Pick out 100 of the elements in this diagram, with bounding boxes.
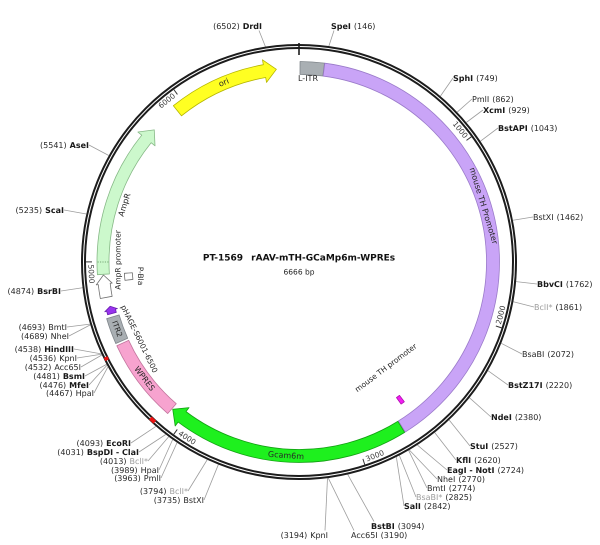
enzyme-name: HindIII: [44, 344, 74, 354]
enzyme-name: NheI: [50, 332, 69, 340]
cut-site-position: (2527): [491, 442, 518, 450]
cut-site-position: (3963): [114, 474, 141, 482]
leader-line: [500, 342, 522, 354]
cut-site-position: (2774): [448, 484, 476, 492]
cut-site-position: (2380): [514, 412, 542, 422]
enzyme-name: Acc65I: [351, 530, 378, 540]
enzyme-name: Acc65I: [54, 362, 81, 372]
enzyme-name: ScaI: [45, 206, 64, 214]
cut-site-position: (1762): [566, 280, 592, 288]
feature-label: L-ITR: [298, 75, 318, 83]
leader-line: [456, 98, 472, 112]
leader-line: [84, 364, 107, 376]
enzyme-name: KflI: [456, 456, 472, 464]
cut-site-position: (2620): [474, 456, 501, 464]
leader-line: [408, 450, 428, 488]
enzyme-name: PmlI: [144, 474, 161, 482]
enzyme-name: BmtI: [427, 484, 446, 492]
feature-label: ori: [218, 77, 230, 89]
enzyme-name: BstBI: [371, 522, 395, 530]
leader-line: [188, 459, 208, 492]
leader-line: [328, 30, 334, 46]
enzyme-name: BclI*: [534, 302, 552, 312]
leader-line: [488, 370, 508, 386]
cut-site-position: (2842): [424, 502, 450, 510]
cut-site-position: (2072): [547, 350, 574, 358]
leader-line: [60, 287, 83, 292]
cut-site-position: (5235): [16, 206, 42, 214]
enzyme-name: BbvCI: [537, 280, 563, 288]
cut-site-position: (6502): [213, 22, 240, 30]
enzyme-name: BstXI: [533, 212, 554, 222]
enzyme-name: NdeI: [491, 412, 512, 422]
cut-site-position: (1462): [556, 212, 584, 222]
cut-site-position: (4532): [24, 362, 52, 372]
cut-site-position: (146): [354, 22, 376, 30]
leader-line: [148, 436, 170, 462]
cut-site-position: (862): [492, 94, 514, 104]
enzyme-name: SpeI: [331, 22, 351, 30]
leader-line: [408, 450, 438, 480]
cut-site-position: (4467): [46, 388, 73, 398]
enzyme-name: KpnI: [310, 530, 328, 540]
cut-site-position: (4481): [33, 372, 60, 380]
cut-site-position: (2220): [546, 380, 572, 390]
plasmid-name: PT-1569 rAAV-mTH-GCaMp6m-WPREs: [202, 254, 396, 264]
cut-site-position: (4538): [14, 344, 42, 354]
cut-site-position: (2770): [458, 474, 485, 484]
enzyme-name: NheI: [437, 474, 456, 484]
leader-line: [68, 324, 91, 336]
enzyme-name: AseI: [70, 140, 89, 150]
enzyme-name: BclI*: [130, 456, 148, 466]
cut-site-position: (4476): [40, 380, 66, 390]
enzyme-name: EcoRI: [106, 438, 131, 448]
enzyme-name: HpaI: [140, 466, 159, 474]
leader-line: [434, 432, 456, 460]
enzyme-name: PmlI: [472, 94, 490, 104]
leader-line: [347, 474, 374, 522]
enzyme-name: StuI: [470, 442, 488, 450]
enzyme-name: XcmI: [483, 106, 506, 114]
enzyme-name: DrdI: [242, 22, 262, 30]
enzyme-name: BmtI: [48, 322, 67, 332]
leader-line: [88, 144, 110, 156]
leader-line: [74, 348, 102, 354]
leader-line: [88, 364, 108, 386]
leader-line: [448, 420, 470, 446]
enzyme-name: BsaBI: [522, 350, 544, 358]
cut-site-position: (3190): [380, 530, 408, 540]
cut-site-position: (4013): [100, 456, 127, 466]
leader-line: [516, 281, 538, 284]
leader-line: [512, 216, 534, 221]
leader-line: [138, 434, 166, 452]
enzyme-name: EagI - NotI: [447, 466, 494, 474]
leader-line: [399, 455, 416, 498]
enzyme-name: BstAPI: [498, 124, 528, 132]
leader-line: [328, 478, 354, 531]
leader-line: [324, 478, 328, 531]
enzyme-name: BsrBI: [37, 286, 61, 296]
cut-site-position: (4536): [30, 354, 56, 362]
enzyme-name: MfeI: [69, 380, 89, 390]
cut-site-position: (3094): [398, 522, 424, 530]
feature-label: Gcam6m: [267, 450, 304, 461]
cut-site-position: (4093): [76, 438, 104, 448]
enzyme-name: SalI: [404, 502, 421, 510]
cut-site-position: (4874): [8, 286, 34, 296]
leader-line: [480, 128, 498, 142]
enzyme-name: KpnI: [59, 354, 77, 362]
leader-line: [466, 110, 484, 123]
leader-line: [66, 324, 90, 328]
leader-line: [512, 301, 534, 308]
cut-site-position: (3989): [111, 466, 138, 474]
cut-site-position: (1043): [530, 124, 558, 132]
enzyme-name: BsmI: [62, 372, 85, 380]
cut-site-position: (2825): [445, 492, 472, 502]
cut-site-position: (5541): [40, 140, 67, 150]
cut-site-position: (929): [508, 106, 530, 114]
enzyme-name: BstZ17I: [508, 380, 543, 390]
cut-site-position: (3194): [280, 530, 308, 540]
leader-line: [204, 464, 219, 500]
cut-site-position: (749): [476, 74, 498, 82]
leader-line: [64, 210, 87, 214]
